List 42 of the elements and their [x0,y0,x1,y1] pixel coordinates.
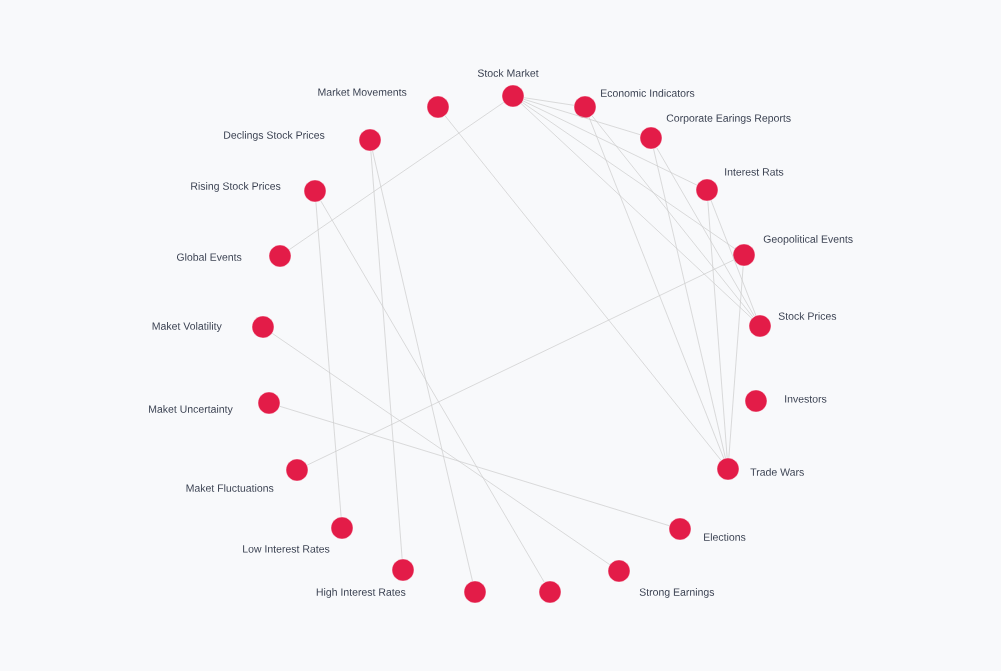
connector-line [320,200,545,583]
connector-line [288,102,505,250]
connector-line [271,332,611,565]
connector-line [710,200,757,316]
connector-line [707,200,728,459]
node-label: Interest Rats [725,168,784,176]
node-label: Declings Stock Prices [224,131,325,141]
node-label: Corporate Earings Reports [666,114,791,124]
connector-line [315,201,342,518]
node-label: Elections [704,533,746,541]
node-label: Maket Uncertainty [149,405,233,415]
node-label: Maket Fluctuations [186,484,274,492]
node-label: Rising Stock Prices [191,182,281,192]
node-label: High Interest Rates [316,588,406,598]
connector-line [370,150,403,560]
connector-line [521,102,736,249]
node-label: Economic Indicators [601,89,695,97]
connector-line [522,100,698,186]
node-label: Market Movements [318,88,407,96]
connector-line [444,115,722,461]
node-label: Stock Market [477,69,539,77]
node-dot [463,580,487,604]
node-label: Low Interest Rates [243,545,330,553]
connector-line [520,103,753,319]
node-label: Strong Earnings [639,588,715,598]
node-label: Stock Prices [778,312,837,320]
node-label: Investors [785,395,827,403]
node-label: Trade Wars [750,468,804,476]
connector-line [306,259,735,466]
connector-line [523,98,641,136]
connector-line [523,97,575,106]
connector-line [653,148,726,459]
connector-line [372,150,473,582]
connector-line [591,115,754,318]
connector-line [728,265,744,459]
connector-line [588,117,725,459]
connector-line [279,405,670,527]
node-label: Maket Volatility [152,322,222,332]
node-dot [538,580,562,604]
connector-line [656,147,755,317]
node-label: Geopolitical Events [763,235,853,245]
node-label: Global Events [176,253,242,261]
